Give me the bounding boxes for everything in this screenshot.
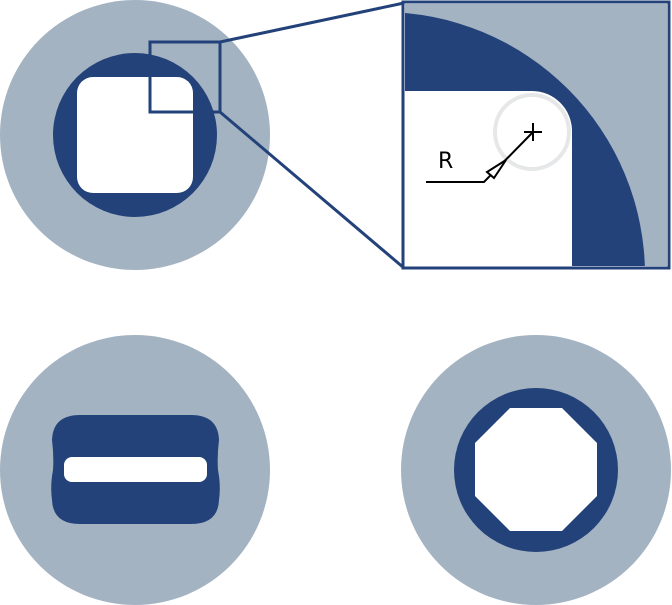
octagon-die bbox=[401, 335, 671, 605]
rounded-square-hole bbox=[77, 77, 193, 193]
zoom-connector-bottom bbox=[219, 110, 405, 270]
slot-die bbox=[0, 335, 270, 605]
octagon-hole bbox=[475, 408, 597, 531]
radius-guide-circle bbox=[493, 93, 571, 171]
radius-dimension bbox=[426, 123, 542, 183]
rounded-square-die bbox=[0, 0, 405, 270]
detail-frame bbox=[401, 0, 671, 270]
corner-hole bbox=[405, 91, 572, 266]
slot-hole bbox=[64, 457, 207, 482]
arrowhead-icon bbox=[485, 159, 507, 180]
corner-detail-view: R bbox=[401, 0, 671, 270]
zoom-connector-top bbox=[219, 1, 405, 44]
zoom-region-marker bbox=[148, 40, 222, 114]
radius-label: R bbox=[438, 149, 453, 174]
